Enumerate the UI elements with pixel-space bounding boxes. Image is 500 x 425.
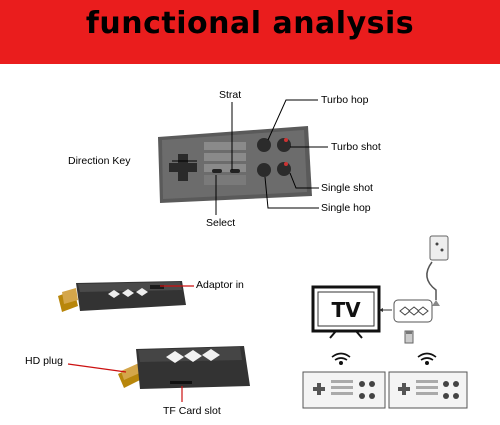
single-shot-label: Single shot [321,182,373,194]
banner-title: functional analysis [85,6,415,41]
adaptor-in-label: Adaptor in [196,279,244,291]
hd-plug-pointer-line [67,363,127,373]
power-adapter-icon [426,235,449,306]
title-banner: functional analysis [0,0,500,64]
dongle-bottom-illustration [118,346,250,389]
tf-card-slot-icon [170,381,192,384]
controller-illustration [158,126,312,203]
adaptor-port-icon [150,285,164,289]
single-hop-button-icon [257,163,271,177]
select-label: Select [206,217,236,229]
tf-card-slot-label: TF Card slot [163,405,221,417]
three-diamond-logo-icon [166,349,220,363]
single-hop-label: Single hop [321,202,371,214]
select-button-icon [212,169,222,173]
dongle-top-illustration [58,281,186,312]
controller-pointer-lines [172,99,328,215]
wifi-icon [331,352,351,365]
mini-controller-icon [388,371,468,409]
hd-plug-label: HD plug [25,355,63,367]
turbo-hop-button-icon [257,138,271,152]
direction-key-label: Direction Key [68,155,131,167]
turbo-shot-label: Turbo shot [331,141,381,153]
sd-card-icon [404,330,414,344]
wifi-icon [417,352,437,365]
single-shot-button-icon [277,162,291,176]
tv-label: TV [331,298,361,322]
strat-label: Strat [219,89,242,101]
three-diamond-logo-icon [108,288,148,298]
tv-icon [311,285,381,339]
mini-controller-icon [302,371,386,409]
setup-dongle-icon [393,299,433,323]
turbo-hop-label: Turbo hop [321,94,369,106]
